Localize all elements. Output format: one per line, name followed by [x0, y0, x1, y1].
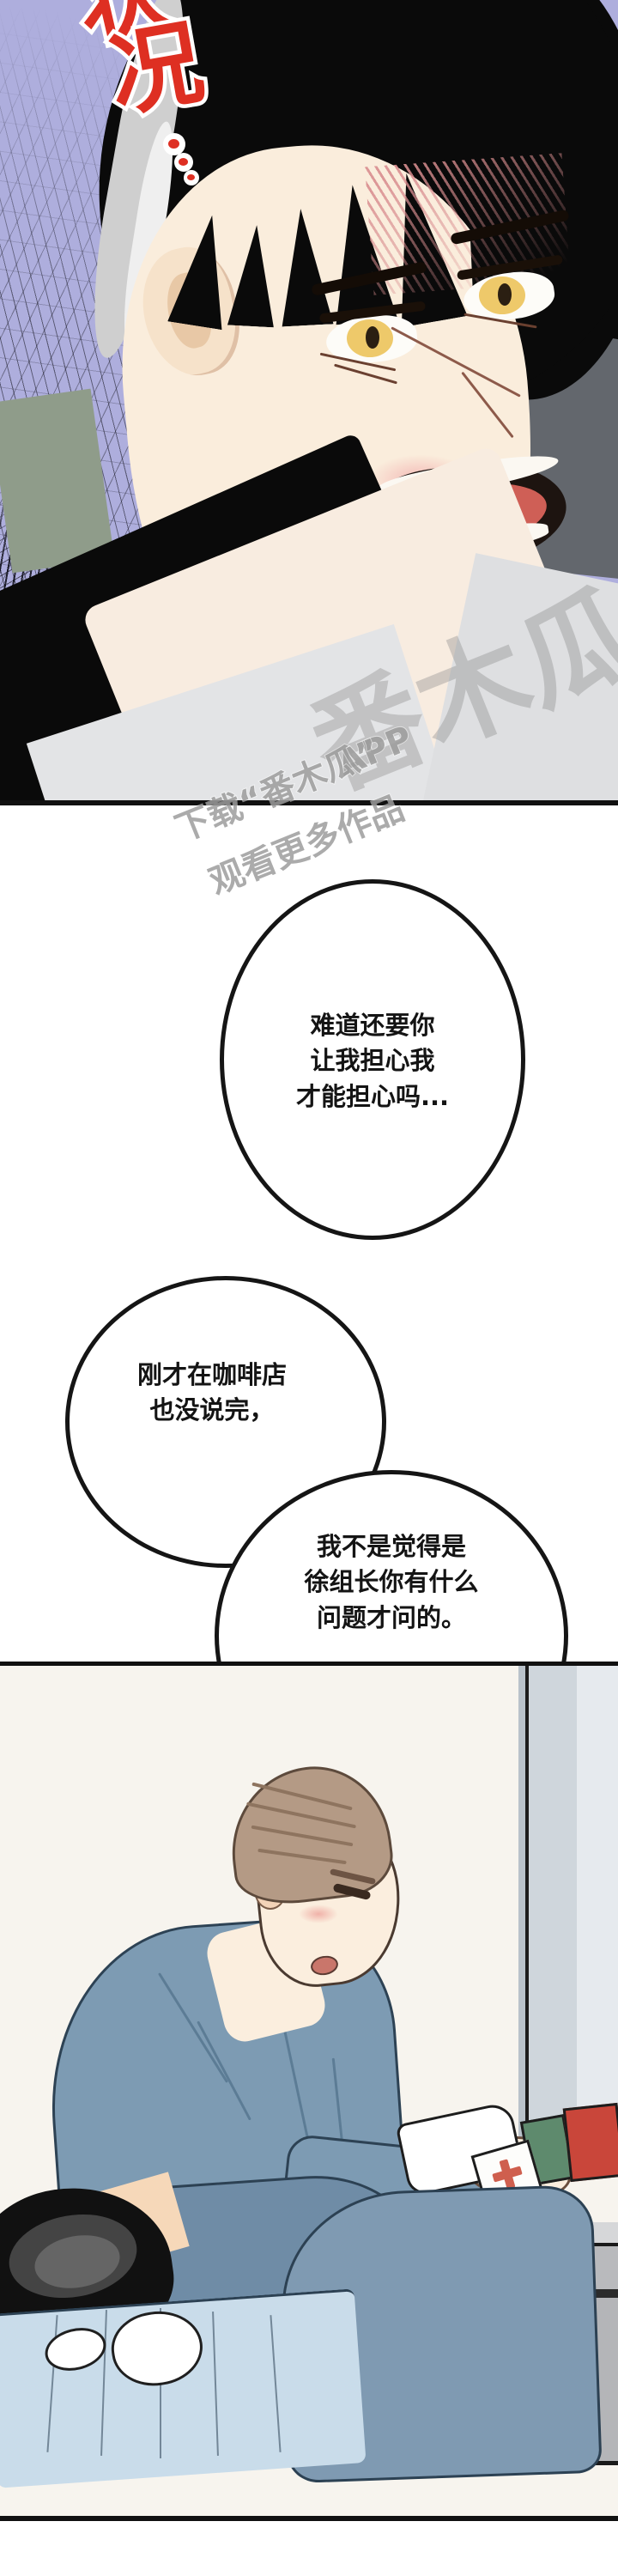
speech-bubble-3-text: 我不是觉得是 徐组长你有什么 问题才问的。: [304, 1532, 479, 1632]
sfx-dot: [184, 170, 199, 185]
wall-column-light: [577, 1666, 618, 2147]
speech-bubble-2-text: 刚才在咖啡店 也没说完，: [136, 1359, 287, 1425]
red-medicine-box: [562, 2102, 618, 2183]
speech-bubble-1-text: 难道还要你 让我担心我 才能担心吗...: [295, 1011, 450, 1111]
sfx-dot: [174, 153, 193, 172]
blonde-man-hair: [222, 1758, 397, 1911]
sfx-character-2: 况: [97, 5, 215, 135]
panel-two-men-first-aid: [0, 1662, 618, 2521]
wall-column: [525, 1666, 584, 2147]
wall-edge: [518, 1666, 527, 2147]
speech-bubble-1: 难道还要你 让我担心我 才能担心吗...: [220, 879, 525, 1240]
pupil-right: [498, 283, 512, 306]
blonde-man-cheek-blush: [299, 1905, 338, 1923]
sfx-dot: [163, 133, 185, 155]
pupil-left: [366, 326, 379, 349]
panel-closeup-angry-man: 状 况 番木瓜 APP: [0, 0, 618, 805]
